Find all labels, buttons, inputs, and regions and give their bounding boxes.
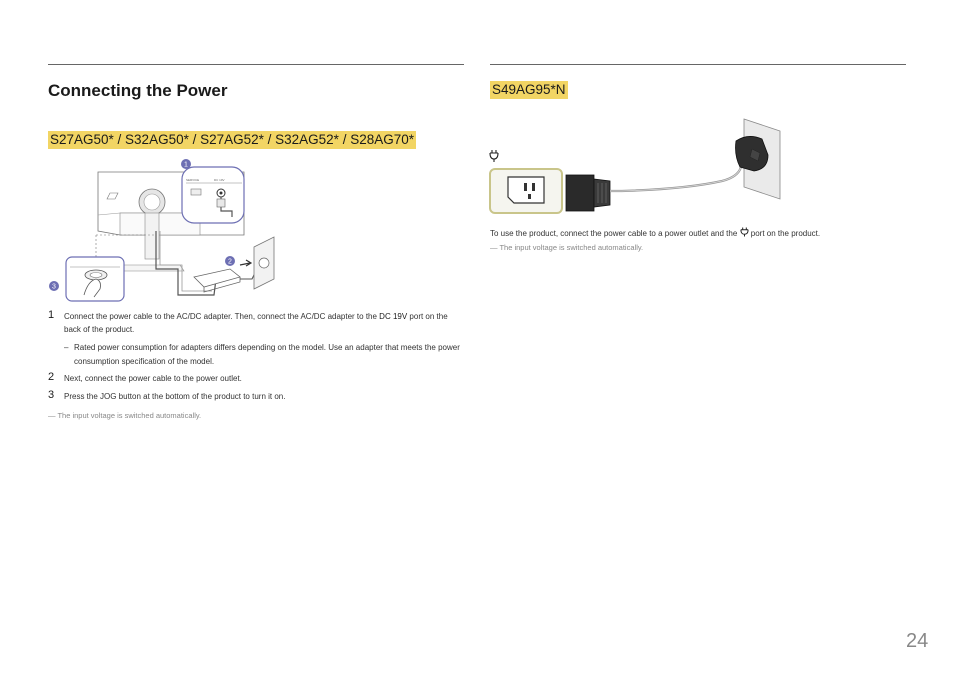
power-plug-icon <box>739 227 749 237</box>
power-plug-icon <box>489 150 499 162</box>
step-2-number: 2 <box>48 371 55 383</box>
callout-1: 1 <box>184 162 188 169</box>
model-heading-right: S49AG95*N <box>490 81 568 99</box>
section-title: Connecting the Power <box>48 81 228 100</box>
step-1-number: 1 <box>48 309 55 321</box>
model-heading-left: S27AG50* / S32AG50* / S27AG52* / S32AG52… <box>48 131 416 149</box>
header-rule-left <box>48 64 464 65</box>
step-1-subnote-text: Rated power consumption for adapters dif… <box>74 343 460 366</box>
right-instruction: To use the product, connect the power ca… <box>490 227 821 238</box>
step-3-number: 3 <box>48 389 55 401</box>
step-3-text: Press the JOG button at the bottom of th… <box>64 392 286 401</box>
dc-19v-port-label: DC 19V <box>379 312 408 321</box>
port-label-b: DC 19V <box>214 178 225 182</box>
power-connection-illustration: SERVICE DC 19V 1 2 3 <box>44 155 284 305</box>
callout-3: 3 <box>52 284 56 291</box>
page-number: 24 <box>906 630 929 652</box>
voltage-note-right: ― The input voltage is switched automati… <box>490 243 644 252</box>
power-cable-illustration <box>486 115 786 217</box>
step-2-text: Next, connect the power cable to the pow… <box>64 374 242 383</box>
step-1-text: Connect the power cable to the AC/DC ada… <box>64 312 448 334</box>
voltage-note-left: ― The input voltage is switched automati… <box>48 411 202 420</box>
callout-2: 2 <box>228 259 232 266</box>
port-label-a: SERVICE <box>186 178 199 182</box>
monitor-back-diagram: SERVICE DC 19V 1 2 3 <box>49 159 275 302</box>
header-rule-right <box>490 64 906 65</box>
